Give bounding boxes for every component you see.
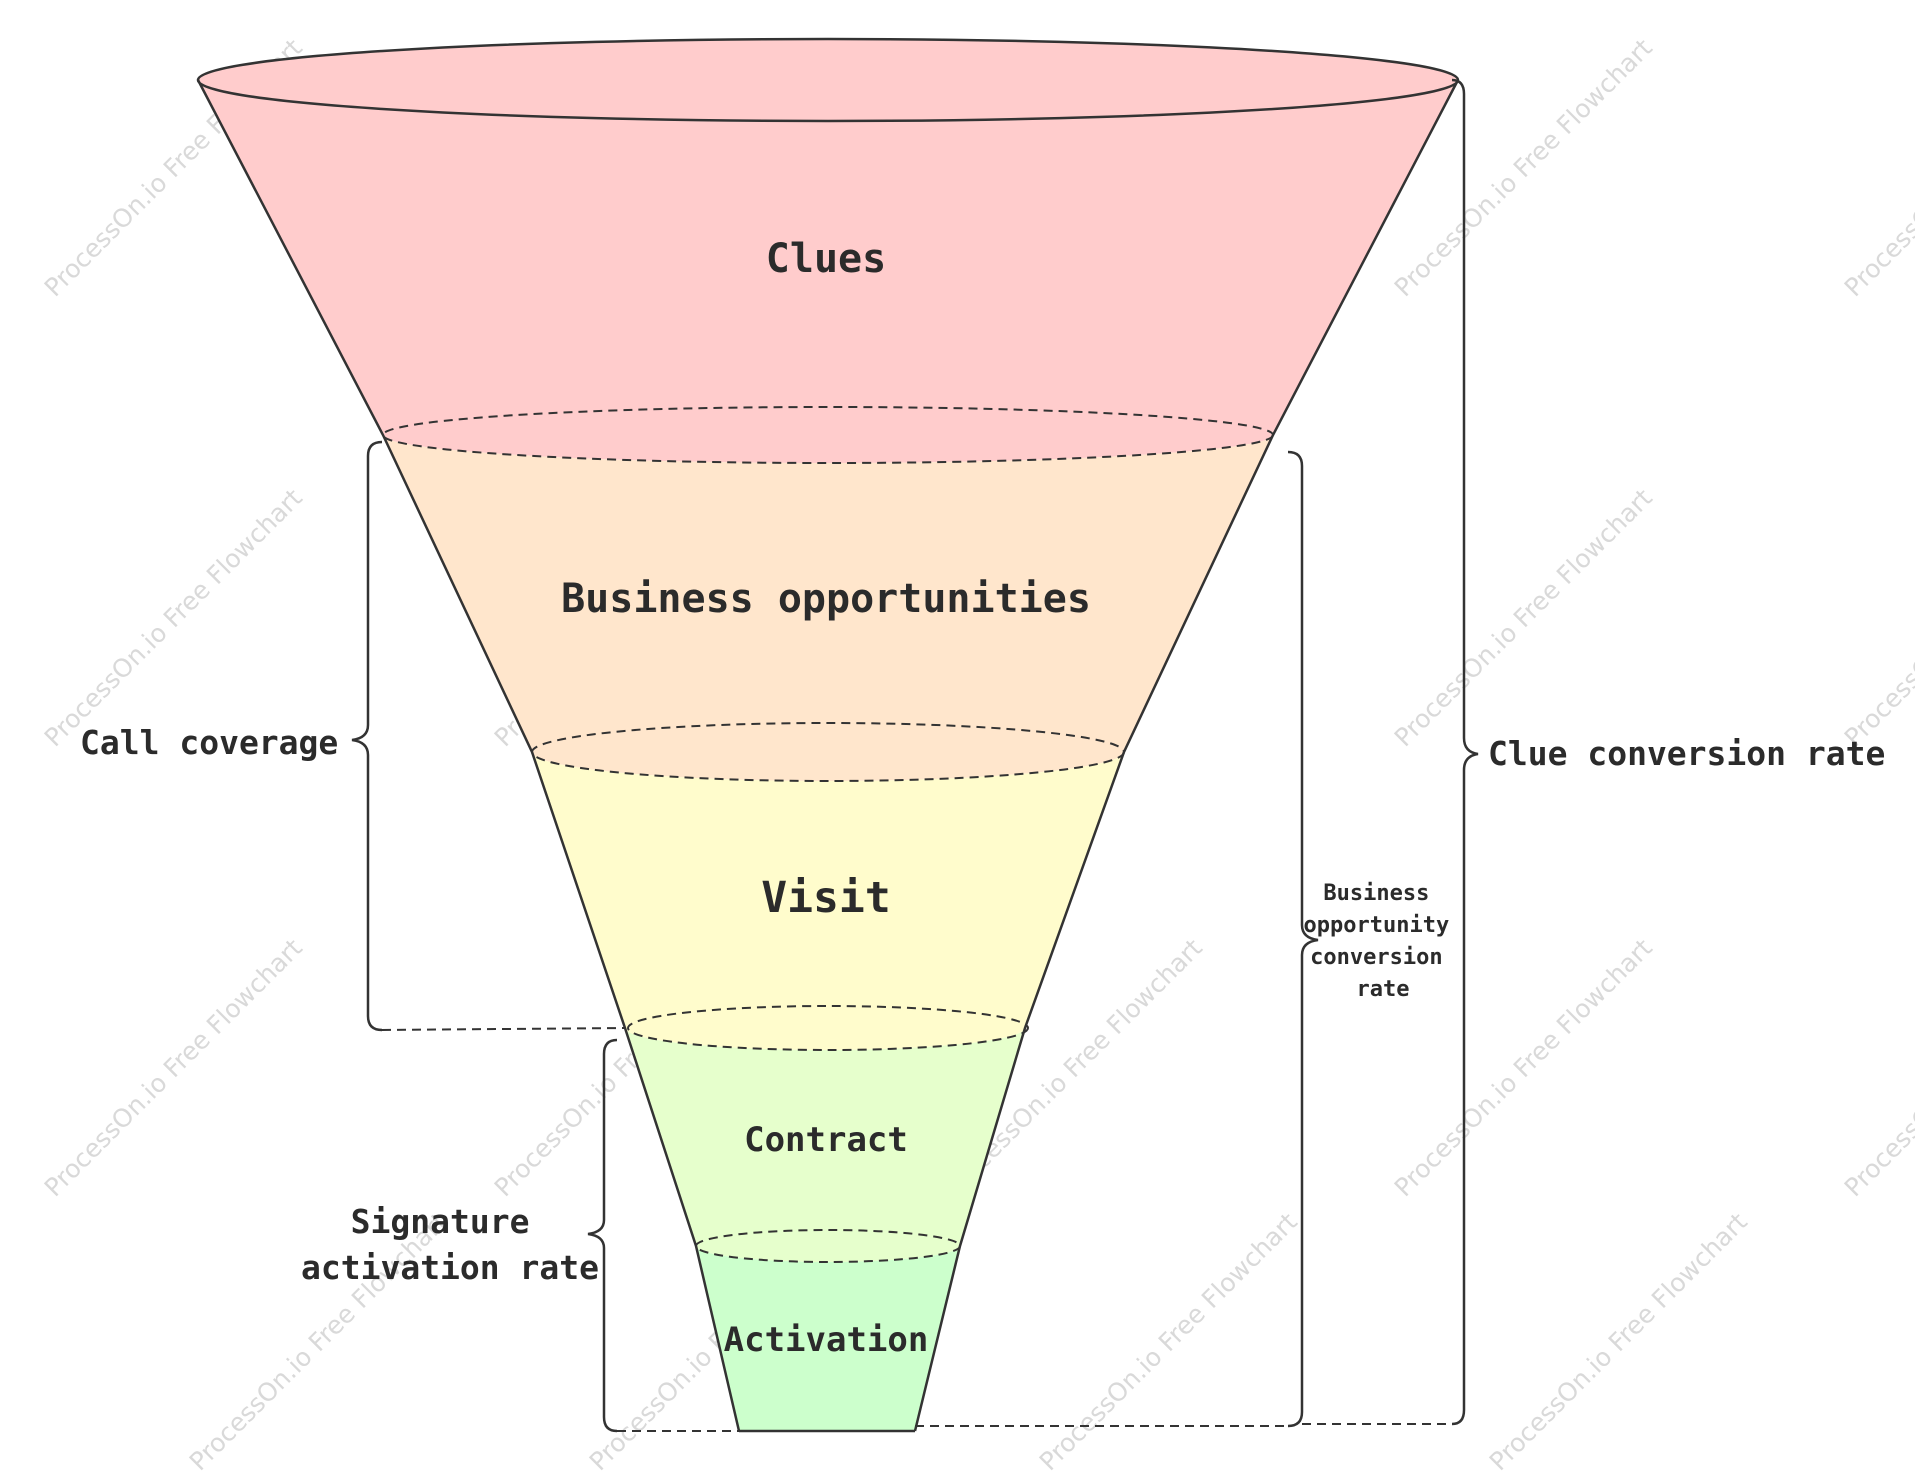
brace-signature-activation-rate [587, 1038, 618, 1433]
funnel-segment-contract [625, 1028, 1025, 1262]
watermark: ProcessOn.io Free Flowchart [1484, 1207, 1753, 1472]
dashed-guide-call-coverage [381, 1027, 626, 1031]
label-signature-activation-rate-line: activation rate [301, 1248, 599, 1287]
funnel-segments [198, 80, 1458, 1431]
stage-label-activation: Activation [724, 1320, 929, 1360]
funnel-outline-left [196, 79, 741, 1432]
funnel-top-rim [196, 37, 1460, 123]
label-business-opportunity-line: opportunity [1304, 913, 1450, 938]
separator-ellipse [695, 1229, 961, 1263]
watermark: ProcessOn.io Free Flowchart [1839, 933, 1915, 1202]
label-clue-conversion-rate: Clue conversion rate [1488, 734, 1885, 773]
watermark: ProcessOn.io Free Flowchart [39, 483, 308, 752]
stage-label-business-opportunities: Business opportunities [561, 576, 1091, 622]
watermark: ProcessOn.io Free Flowchart [1389, 483, 1658, 752]
label-signature-activation-rate-line: Signature [351, 1202, 530, 1241]
label-business-opportunity-conversion-rate: Business opportunity conversion rate [1304, 881, 1463, 1002]
funnel-segment-business-opportunities [383, 435, 1273, 781]
brace-clue-conversion-rate [1451, 78, 1479, 1426]
separator-ellipse [531, 722, 1125, 782]
watermark: ProcessOn.io Free Flowchart [184, 1207, 453, 1472]
stage-label-visit: Visit [761, 873, 890, 923]
watermark: ProcessOn.io Free Flowchart [1839, 33, 1915, 302]
funnel-outline-right [913, 79, 1460, 1432]
label-call-coverage: Call coverage [80, 723, 338, 762]
separator-ellipse [627, 1005, 1029, 1051]
watermark: ProcessOn.io Free Flowchart [1034, 1207, 1303, 1472]
funnel-segment-visit [532, 752, 1124, 1050]
brace-business-opportunity-conversion-rate [1287, 450, 1319, 1428]
funnel-segment-clues [198, 80, 1458, 463]
label-business-opportunity-line: Business [1323, 881, 1429, 906]
stage-label-clues: Clues [766, 236, 886, 282]
watermark: ProcessOn.io Free Flowchart [1389, 933, 1658, 1202]
label-business-opportunity-line: conversion [1310, 945, 1442, 970]
watermark: ProcessOn.io Free Flowchart [39, 933, 308, 1202]
watermark: ProcessOn.io Free Flowchart [1839, 483, 1915, 752]
label-business-opportunity-line: rate [1357, 977, 1410, 1002]
funnel-segment-activation [696, 1246, 960, 1431]
brace-call-coverage [351, 440, 383, 1032]
separator-ellipse [382, 406, 1274, 464]
label-signature-activation-rate: Signature activation rate [301, 1202, 599, 1287]
stage-label-contract: Contract [744, 1120, 908, 1160]
